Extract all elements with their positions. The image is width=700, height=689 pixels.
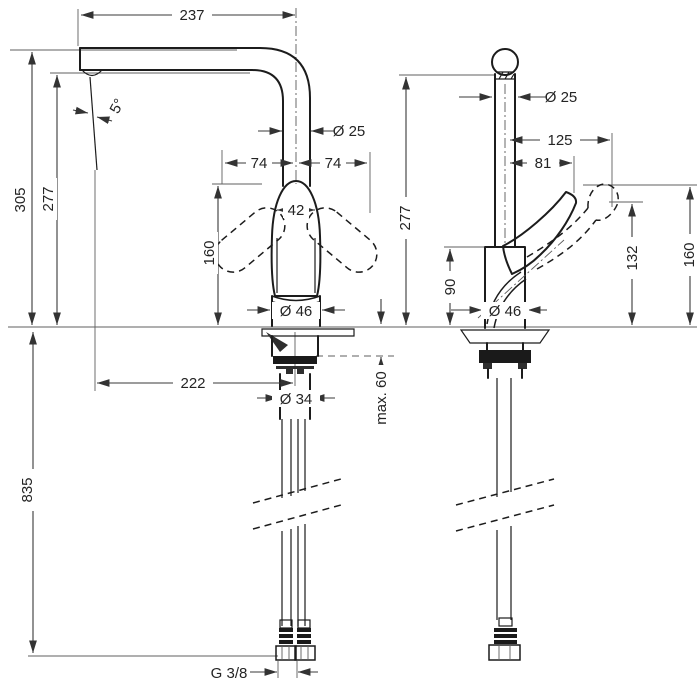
shank-upper bbox=[271, 335, 319, 357]
dim-front-shank-diameter: Ø 34 bbox=[280, 391, 313, 408]
dim-front-offset-left: 74 bbox=[251, 155, 268, 172]
handle-lever-side bbox=[502, 191, 578, 275]
dim-side-base-diameter: Ø 46 bbox=[489, 303, 522, 320]
hose-threads-side bbox=[494, 628, 517, 644]
dim-side-handle-raised-height: 132 bbox=[624, 245, 641, 270]
dimline-5deg-left bbox=[72, 106, 89, 115]
supply-hoses-lower bbox=[281, 524, 306, 626]
dim-side-handle-rear-offset: 81 bbox=[535, 155, 552, 172]
spout-outer-edge bbox=[79, 47, 311, 187]
dim-front-height-total: 305 bbox=[12, 187, 29, 212]
dim-front-max-deck-thickness: max. 60 bbox=[373, 371, 390, 424]
mounting-nut-side bbox=[479, 350, 531, 363]
mounting-nut bbox=[273, 356, 317, 364]
extension-lines bbox=[8, 8, 697, 678]
dim-front-handle-width: 42 bbox=[288, 202, 305, 219]
hose-break-symbol bbox=[252, 478, 342, 530]
dim-front-offset-right: 74 bbox=[325, 155, 342, 172]
dim-side-outlet-height: 277 bbox=[397, 205, 414, 230]
hose-side-upper bbox=[496, 378, 512, 497]
dim-side-body-height: 90 bbox=[442, 279, 459, 296]
hose-threads bbox=[279, 628, 311, 644]
dim-front-base-diameter: Ø 46 bbox=[280, 303, 313, 320]
spout-tube-section bbox=[491, 48, 519, 76]
clip-side-right bbox=[518, 363, 527, 369]
aerator-hatch bbox=[496, 71, 515, 80]
dim-side-handle-raised-reach: 125 bbox=[547, 132, 572, 149]
clip-left bbox=[286, 369, 293, 374]
hose-side-lower bbox=[496, 526, 512, 620]
hex-facets-side bbox=[498, 645, 511, 660]
dimension-lines bbox=[28, 11, 694, 676]
handle-raised-knob-dashed bbox=[587, 183, 619, 222]
dim-side-max-height: 160 bbox=[681, 242, 698, 267]
front-view-faucet bbox=[79, 47, 378, 661]
dim-front-outlet-reach: 222 bbox=[180, 375, 205, 392]
base-flange bbox=[261, 328, 355, 337]
hex-connector-left bbox=[275, 645, 297, 661]
dim-front-outlet-height: 277 bbox=[40, 186, 57, 211]
fixing-lever bbox=[266, 332, 288, 352]
base-flange-side bbox=[459, 329, 551, 344]
dim-front-spout-diameter: Ø 25 bbox=[333, 123, 366, 140]
side-view-faucet bbox=[455, 48, 619, 661]
shank-side-lower bbox=[487, 368, 523, 379]
clip-right bbox=[297, 369, 304, 374]
dim-front-swivel-angle: 5° bbox=[107, 96, 129, 117]
dim-front-body-height: 160 bbox=[201, 240, 218, 265]
spout-inner-edge bbox=[79, 69, 284, 187]
clip-side-left bbox=[483, 363, 492, 369]
dim-front-thread-size: G 3/8 bbox=[211, 665, 248, 682]
nut-washer bbox=[276, 366, 314, 369]
stream-angle-line bbox=[89, 76, 98, 171]
shank-side-upper bbox=[486, 342, 524, 351]
hose-break-symbol-side bbox=[455, 478, 555, 532]
dimline-5deg-right bbox=[96, 116, 113, 124]
dim-side-spout-diameter: Ø 25 bbox=[545, 89, 578, 106]
dimension-labels: 237 5° 305 277 Ø 25 74 74 42 160 Ø 46 22… bbox=[11, 7, 698, 682]
supply-hoses-upper bbox=[281, 419, 306, 498]
handle-raised-dashed bbox=[526, 207, 597, 270]
ext-g38 bbox=[277, 661, 298, 678]
hex-facets bbox=[281, 646, 309, 660]
handle-grip-front bbox=[270, 180, 322, 297]
aerator-outlet bbox=[81, 69, 103, 77]
dim-front-spout-reach: 237 bbox=[179, 7, 204, 24]
hose-collar-right bbox=[297, 619, 311, 629]
hex-connector-side bbox=[488, 644, 521, 661]
handle-position-right-dashed bbox=[306, 207, 378, 273]
hex-connector-right bbox=[294, 645, 316, 661]
handle-position-left-dashed bbox=[214, 207, 286, 273]
hose-collar-side bbox=[498, 617, 513, 627]
body-cap-lines bbox=[276, 238, 316, 293]
dim-front-hose-length: 835 bbox=[19, 477, 36, 502]
